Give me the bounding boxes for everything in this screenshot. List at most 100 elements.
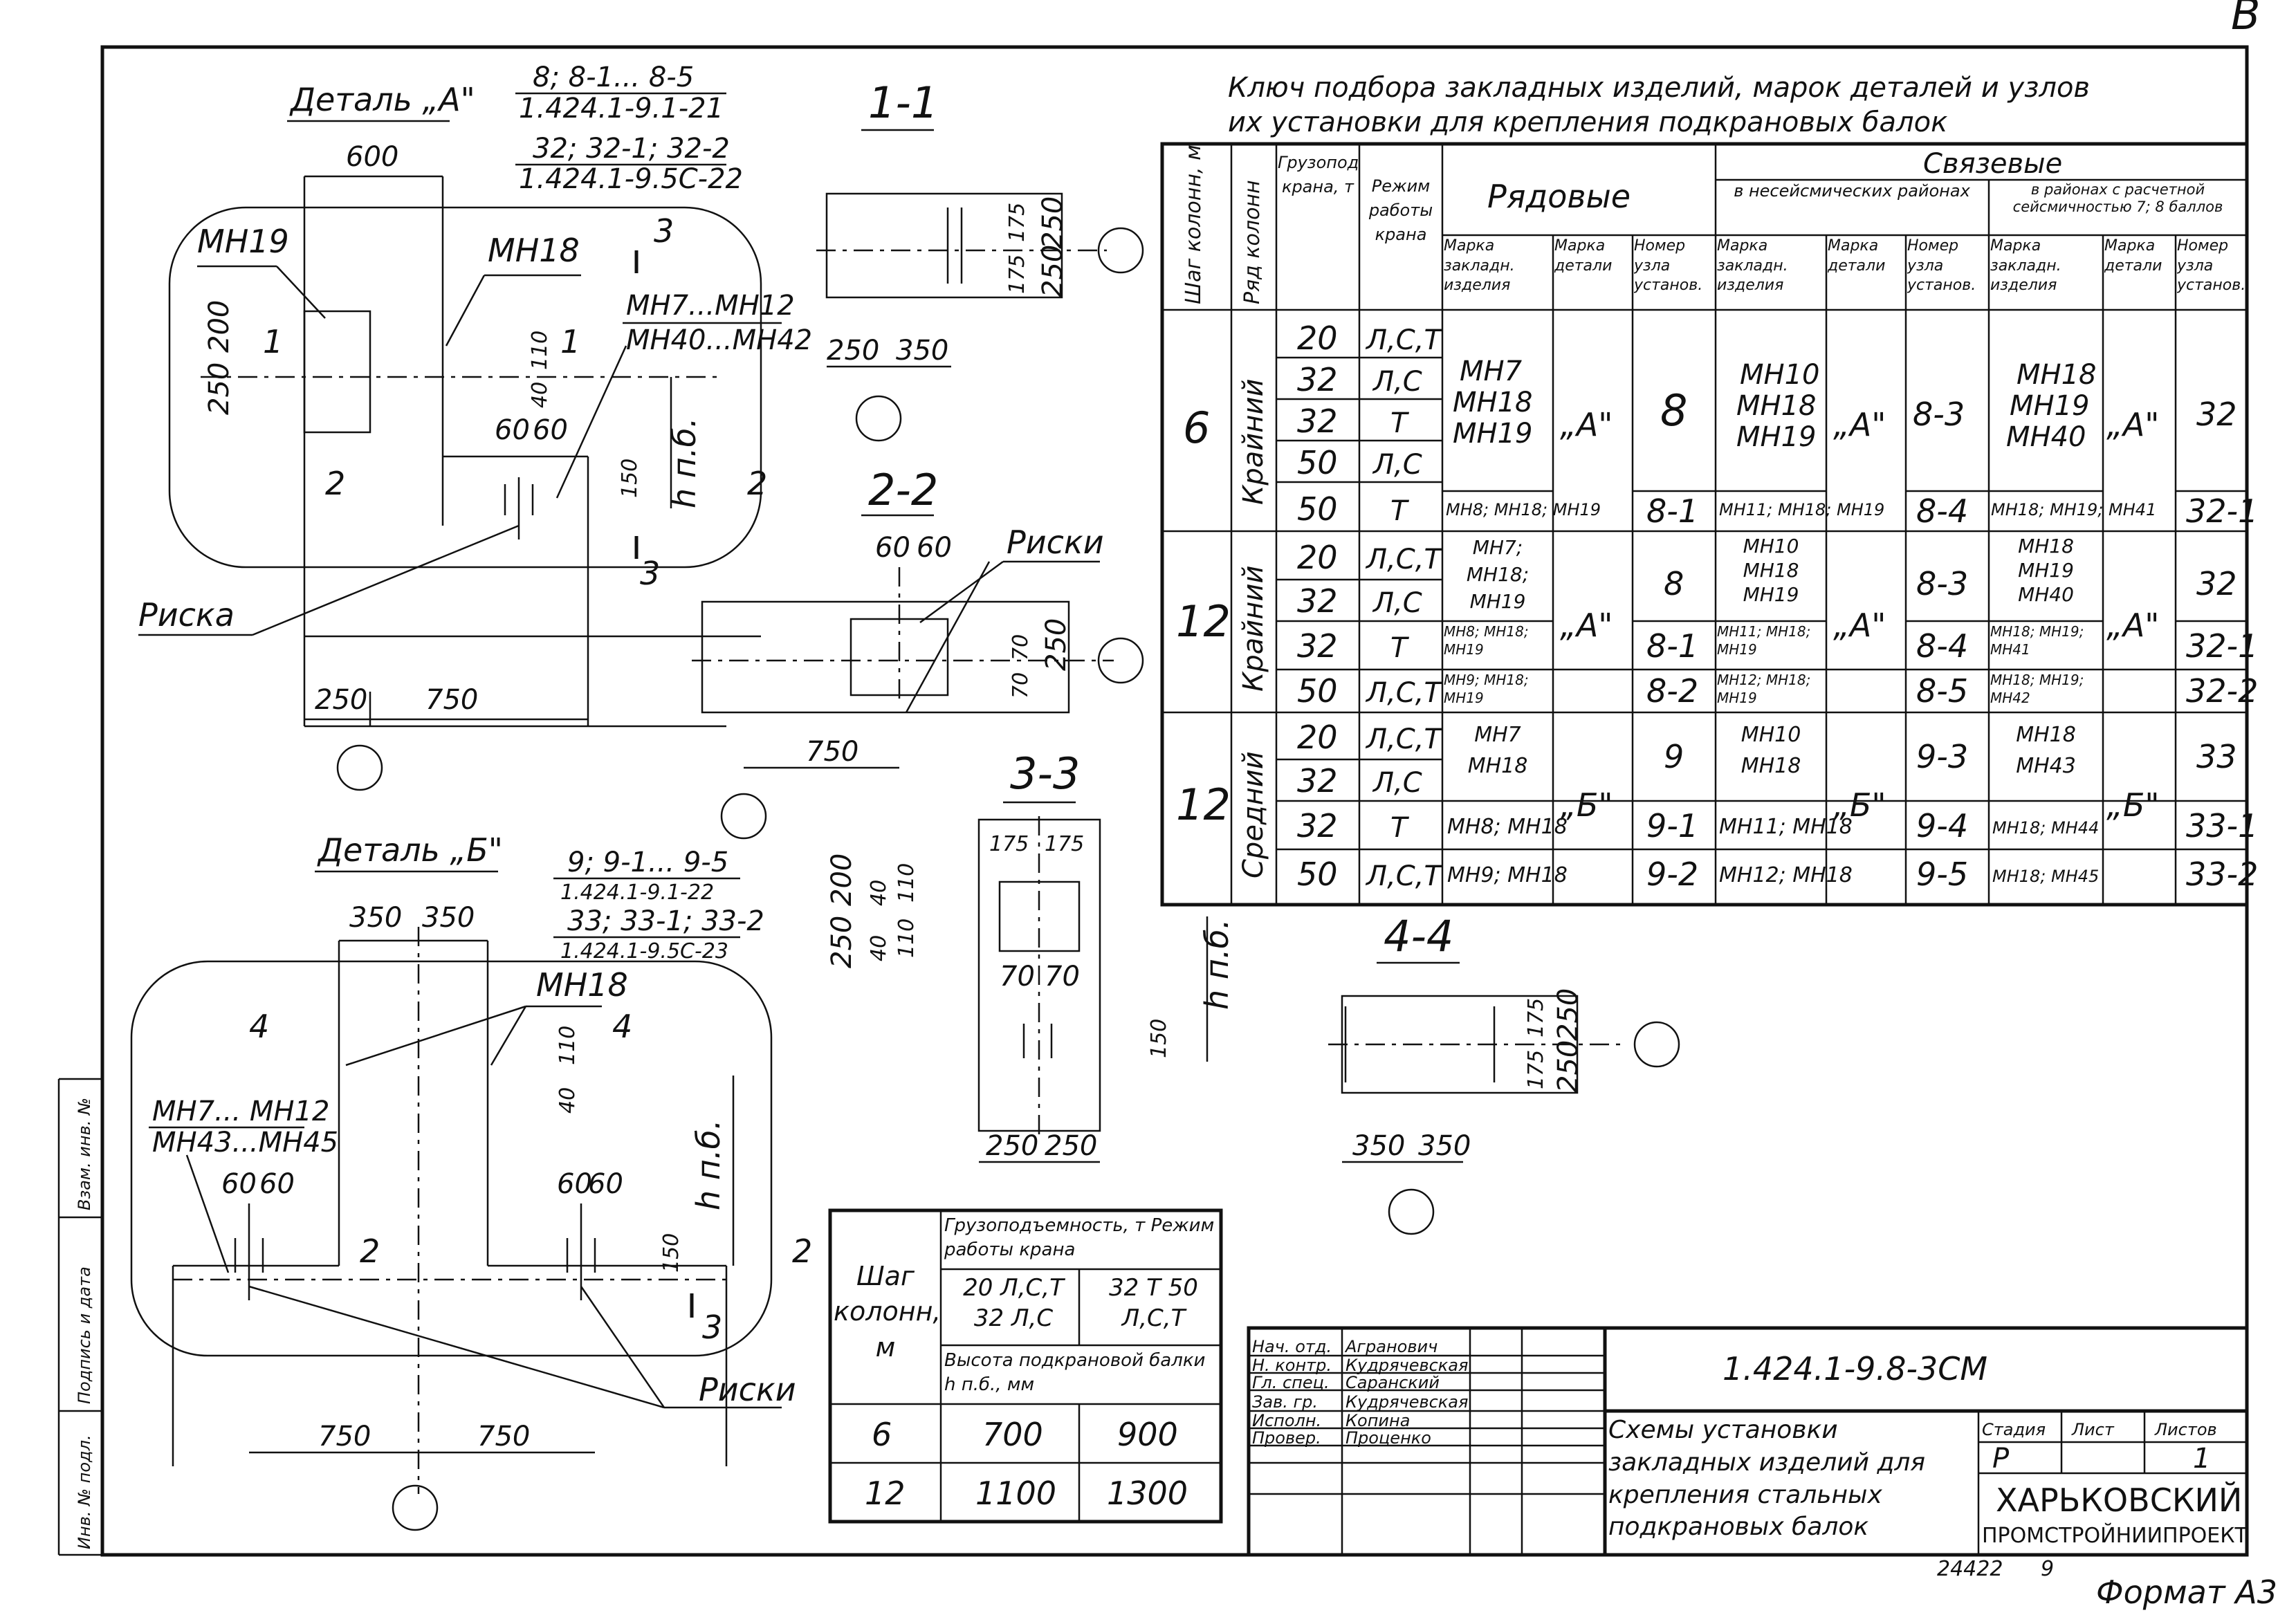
ht-head-load: Грузоподъемность, т Режим работы крана xyxy=(944,1215,1215,1261)
tb-role-5: Провер. xyxy=(1252,1428,1321,1448)
kt-head-row: Ряд колонн xyxy=(1240,180,1265,304)
height-table: Шаг колонн, м Грузоподъемность, т Режим … xyxy=(828,1208,1223,1524)
kt-g1-s-embed-last: МН18; МН19; МН41 xyxy=(1991,500,2156,519)
kt-g2-mode-1: Л,С xyxy=(1372,587,1422,619)
section-2-2-d70a: 70 xyxy=(1009,634,1033,661)
kt-g1-ns-node: 8-3 xyxy=(1913,396,1965,433)
kt-g2-ord-detail: „А" xyxy=(1560,607,1613,644)
section-4-4: 4-4 175 175 250 250 350 350 xyxy=(1328,911,1680,1235)
section-3-3-d110b: 110 xyxy=(894,919,919,958)
detail-b-d40: 40 xyxy=(555,1087,580,1114)
kt-sub-detail-ord: Марка детали xyxy=(1554,237,1613,275)
kt-g3-ord-node-0: 9 xyxy=(1664,738,1684,775)
detail-a-dim-150: 150 xyxy=(618,459,642,498)
kt-g3-step: 12 xyxy=(1176,779,1231,830)
kt-g1-ord-node-last: 8-1 xyxy=(1646,492,1698,530)
section-3-3-d250: 250 xyxy=(826,916,858,968)
side-stamp-replace: Взам. инв. № xyxy=(75,1098,94,1210)
detail-a-ref3: 32; 32-1; 32-2 xyxy=(533,133,730,165)
section-1-1-d175a: 175 xyxy=(1005,255,1029,294)
kt-head-mode: Режим работы крана xyxy=(1368,176,1433,244)
section-3-3-d150: 150 xyxy=(1147,1019,1171,1058)
section-3-3-d70b: 70 xyxy=(1045,961,1080,993)
detail-a: Деталь „А" 8; 8-1... 8-5 1.424.1-9.1-21 … xyxy=(138,62,812,791)
detail-b-cut3: 3 xyxy=(702,1309,722,1346)
section-1-1-d250a: 250 xyxy=(1037,196,1069,249)
ht-row0-v2: 900 xyxy=(1117,1416,1178,1453)
kt-sub-node-ord: Номер узла установ. xyxy=(1634,237,1703,295)
kt-g1-row: Крайний xyxy=(1238,379,1269,505)
detail-b-ref2: 1.424.1-9.1-22 xyxy=(560,880,714,905)
kt-sub-node-ns: Номер узла установ. xyxy=(1907,237,1976,295)
section-2-2-d60a: 60 xyxy=(875,532,910,564)
kt-g2-ns-embed-1: МН11; МН18; МН19 xyxy=(1717,623,1811,658)
kt-sub-embed-ns: Марка закладн. изделия xyxy=(1717,237,1788,295)
kt-g2-ns-node-0: 8-3 xyxy=(1916,565,1968,602)
kt-g2-load-0: 20 xyxy=(1297,539,1338,576)
section-3-3-d175b: 175 xyxy=(1045,832,1084,856)
footer-format: Формат А3 xyxy=(2096,1574,2277,1611)
tb-stage-label: Стадия xyxy=(1982,1420,2046,1439)
kt-g1-s-node: 32 xyxy=(2196,396,2237,433)
kt-g3-load-0: 20 xyxy=(1297,719,1338,756)
kt-g1-ns-embed-2: МН19 xyxy=(1736,421,1817,453)
section-2-2-riski: Риски xyxy=(1007,524,1104,561)
tb-role-2: Гл. спец. xyxy=(1252,1373,1330,1392)
kt-g3-ns-detail: „Б" xyxy=(1833,786,1886,824)
section-3-3-d175a: 175 xyxy=(989,832,1029,856)
kt-g2-s-node-1: 32-1 xyxy=(2186,627,2258,665)
section-4-4-d175b: 175 xyxy=(1524,998,1548,1037)
ht-col2: 32 Т 50 Л,С,Т xyxy=(1109,1274,1198,1333)
kt-g3-ord-node-2: 9-2 xyxy=(1646,856,1698,893)
detail-b: Деталь „Б" 9; 9-1... 9-5 1.424.1-9.1-22 … xyxy=(130,831,812,1531)
kt-head-seismic: в районах с расчетной сейсмичностью 7; 8… xyxy=(2012,181,2223,216)
section-2-2-d60b: 60 xyxy=(917,532,952,564)
kt-g1-load-0: 20 xyxy=(1297,320,1338,357)
section-1-1-title: 1-1 xyxy=(868,77,938,128)
title-block: Нач. отд. Агранович Н. контр. Кудрячевск… xyxy=(1247,1326,2249,1557)
kt-g3-row: Средний xyxy=(1238,751,1269,878)
kt-g1-mode-0: Л,С,Т xyxy=(1365,324,1443,356)
kt-g3-s-node-0: 33 xyxy=(2196,738,2237,775)
detail-b-label-mn7: МН7... МН12 xyxy=(152,1096,329,1127)
kt-sub-detail-s: Марка детали xyxy=(2104,237,2162,275)
kt-g2-ns-node-2: 8-5 xyxy=(1916,672,1968,710)
detail-a-cut2-right: 2 xyxy=(747,465,767,502)
kt-g2-s-detail: „А" xyxy=(2106,607,2159,644)
key-title-line1: Ключ подбора закладных изделий, марок де… xyxy=(1228,72,2090,104)
kt-g3-s-embed-0: МН18 МН43 xyxy=(2016,723,2076,778)
kt-g1-mode-3: Л,С xyxy=(1372,449,1422,481)
kt-g3-ns-embed-2: МН12; МН18 xyxy=(1719,863,1853,887)
kt-g3-ns-node-0: 9-3 xyxy=(1916,738,1968,775)
detail-b-ref1: 9; 9-1... 9-5 xyxy=(567,847,728,878)
section-1-1-d175b: 175 xyxy=(1005,203,1029,242)
section-3-3-hpb: h п.б. xyxy=(1198,919,1236,1010)
detail-b-cut2-left: 2 xyxy=(360,1233,380,1270)
detail-b-d60b: 60 xyxy=(259,1168,295,1200)
detail-b-d60d: 60 xyxy=(588,1168,623,1200)
ht-row1-v2: 1300 xyxy=(1107,1475,1188,1512)
kt-g2-s-node-0: 32 xyxy=(2196,565,2237,602)
detail-b-cut2-right: 2 xyxy=(792,1233,812,1270)
tb-name-3: Кудрячевская xyxy=(1345,1392,1468,1412)
section-3-3-d70a: 70 xyxy=(1000,961,1035,993)
detail-a-title: Деталь „А" xyxy=(289,81,475,118)
section-4-4-title: 4-4 xyxy=(1384,911,1453,961)
tb-name-5: Проценко xyxy=(1345,1428,1431,1448)
detail-b-d750b: 750 xyxy=(477,1421,530,1452)
kt-head-nonseismic-wrap: в несейсмических районах xyxy=(1734,181,1970,201)
kt-g1-ns-embed-1: МН18 xyxy=(1736,390,1817,422)
detail-a-ref4: 1.424.1-9.5С-22 xyxy=(519,163,743,195)
section-3-3-d200: 200 xyxy=(826,853,858,906)
kt-g3-mode-1: Л,С xyxy=(1372,767,1422,799)
kt-g2-ord-embed-2: МН9; МН18; МН19 xyxy=(1444,672,1529,706)
tb-role-3: Зав. гр. xyxy=(1252,1392,1318,1412)
detail-b-d750a: 750 xyxy=(318,1421,371,1452)
kt-g3-mode-3: Л,С,Т xyxy=(1365,860,1443,892)
corner-letter: В xyxy=(2231,0,2261,39)
kt-g1-s-embed-0: МН18 xyxy=(2017,359,2097,391)
ht-row1-v1: 1100 xyxy=(975,1475,1056,1512)
detail-a-outline xyxy=(168,206,762,569)
section-3-3-d250b: 250 xyxy=(986,1130,1038,1162)
